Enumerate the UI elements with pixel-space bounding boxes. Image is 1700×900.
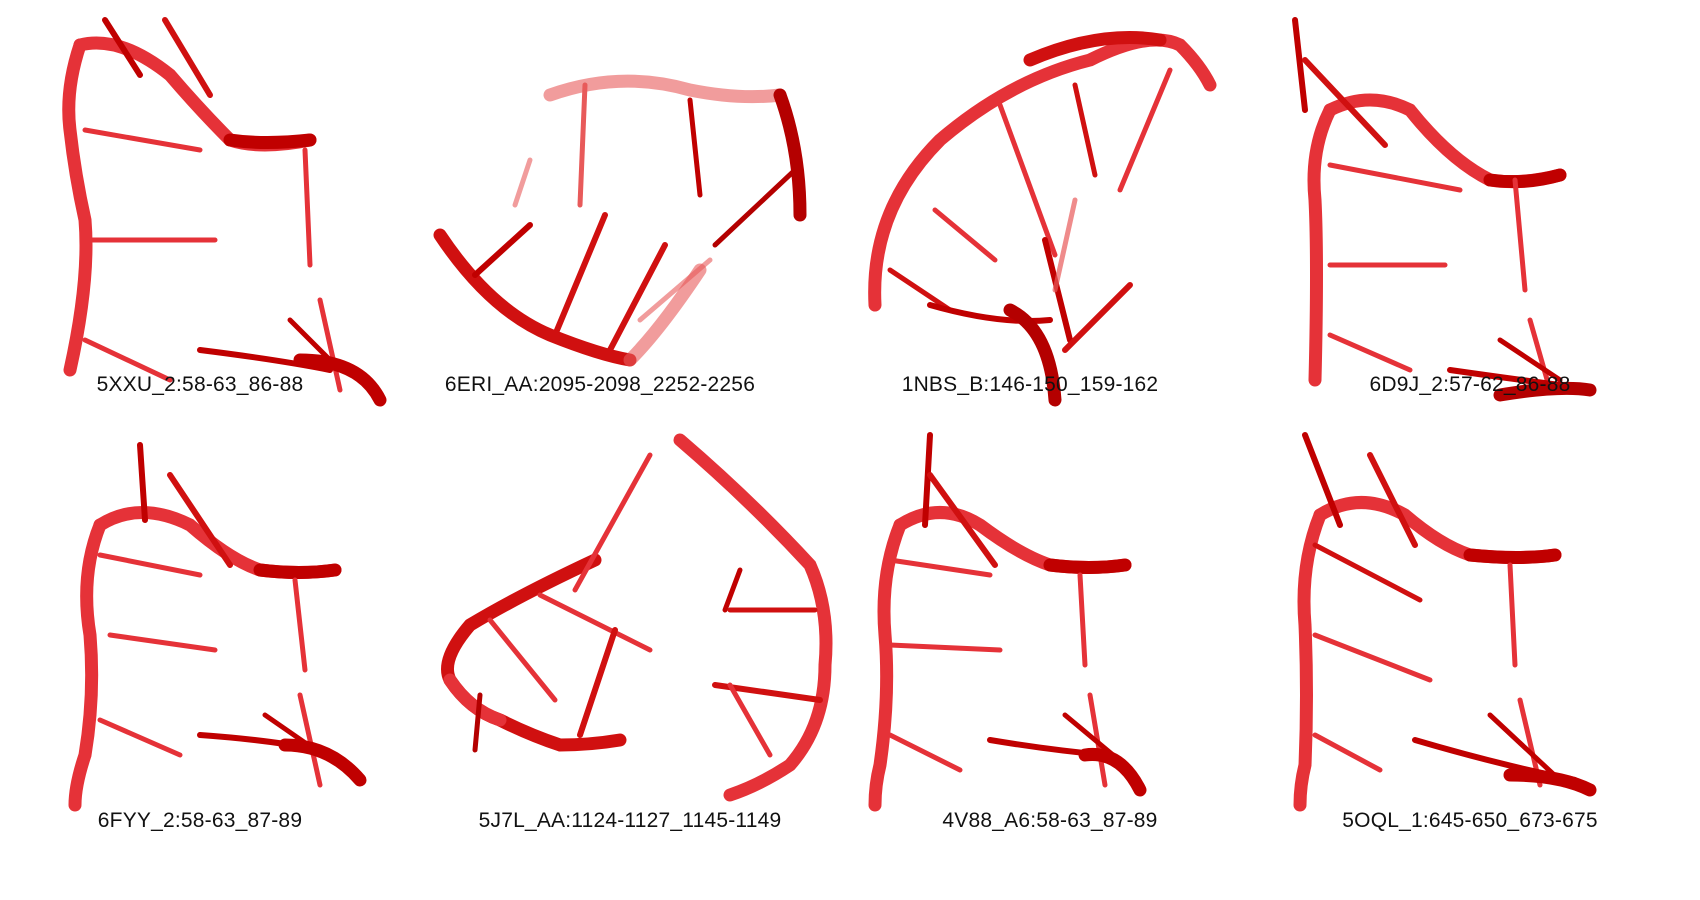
panel-4v88: 4V88_A6:58-63_87-89: [850, 432, 1250, 885]
structure-label: 4V88_A6:58-63_87-89: [942, 809, 1158, 832]
rna-structure-render: [1293, 432, 1597, 812]
panel-5j7l: 5J7L_AA:1124-1127_1145-1149: [430, 433, 833, 885]
panel-1nbs: 1NBS_B:146-150_159-162: [830, 0, 1230, 440]
structure-label: 6D9J_2:57-62_86-88: [1369, 373, 1571, 396]
rna-structure-render: [1292, 17, 1597, 402]
rna-structure-render: [868, 432, 1147, 812]
rna-structure-render: [433, 74, 807, 367]
structure-label: 1NBS_B:146-150_159-162: [901, 373, 1159, 396]
panel-6d9j: 6D9J_2:57-62_86-88: [1270, 0, 1670, 440]
structure-label: 6ERI_AA:2095-2098_2252-2256: [444, 373, 756, 396]
structure-label: 5J7L_AA:1124-1127_1145-1149: [478, 809, 782, 832]
panel-6eri: 6ERI_AA:2095-2098_2252-2256: [400, 0, 807, 440]
panel-5xxu: 5XXU_2:58-63_86-88: [0, 0, 400, 440]
panel-5oql: 5OQL_1:645-650_673-675: [1270, 432, 1670, 885]
rna-structure-render: [68, 442, 367, 812]
structure-label: 6FYY_2:58-63_87-89: [97, 809, 303, 832]
rna-structure-render: [62, 17, 387, 407]
rna-structure-render: [441, 433, 833, 802]
structure-label: 5XXU_2:58-63_86-88: [96, 373, 304, 396]
structure-label: 5OQL_1:645-650_673-675: [1342, 809, 1598, 832]
panel-6fyy: 6FYY_2:58-63_87-89: [0, 442, 400, 885]
rna-structure-render: [868, 31, 1217, 407]
